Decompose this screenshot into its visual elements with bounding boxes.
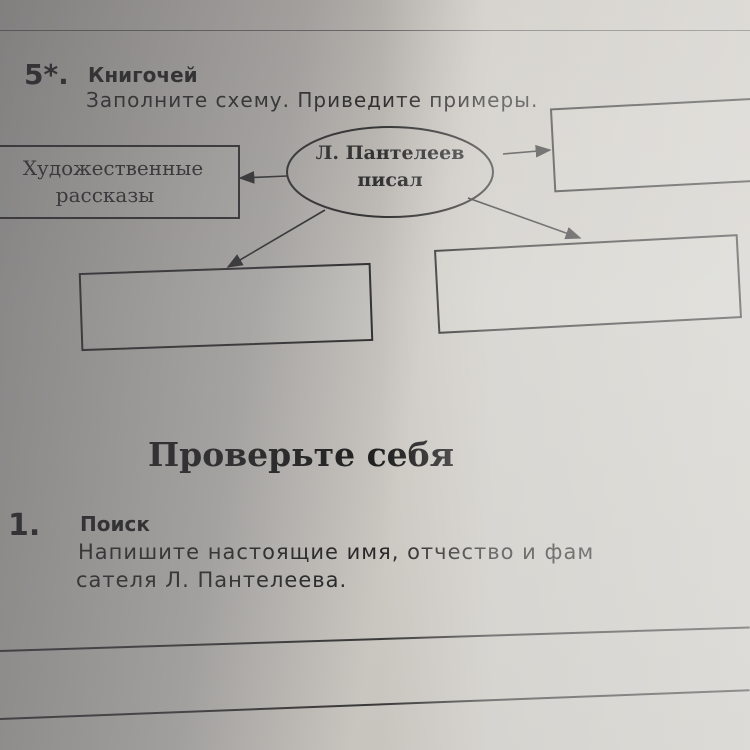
center-oval-label-line1: Л. Пантелеев [315,142,465,164]
task1-instruction-line2: сателя Л. Пантелеева. [76,568,348,592]
left-box-label-line1: Художественные [22,156,204,180]
task1-number: 1. [8,508,41,543]
center-oval-label-line2: писал [357,169,423,191]
task1-title: Поиск [80,512,150,536]
bottom-right-box [434,234,742,334]
task1-instruction-line1: Напишите настоящие имя, отчество и фам [78,540,595,564]
bottom-left-box [78,262,374,352]
arrow-to-bottom-left-box [226,209,326,268]
arrow-to-top-right-box [502,144,552,158]
arrow-to-bottom-right-box [467,197,582,240]
arrow-to-left-box [238,170,288,184]
top-right-box [549,97,750,193]
left-box-label-line2: рассказы [55,183,155,207]
section-heading: Проверьте себя [148,435,455,474]
